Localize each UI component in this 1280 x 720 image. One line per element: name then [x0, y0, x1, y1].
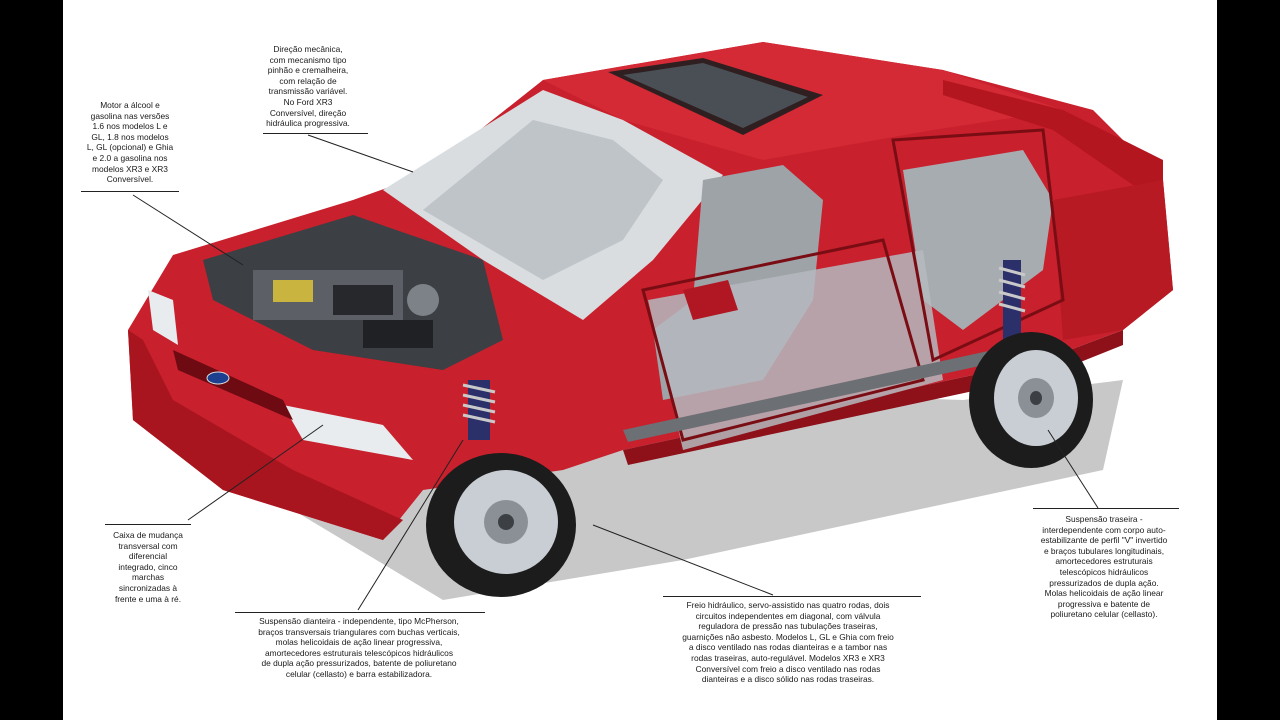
callout-line: integrado, cinco [118, 561, 178, 572]
callout-line: diferencial [128, 551, 168, 562]
callout-line: Freio hidráulico, servo-assistido nas qu… [686, 600, 890, 610]
cabin-interior [383, 90, 1065, 450]
callout-rule [105, 524, 191, 525]
callout-line: rodas traseiras, auto-regulável. Modelos… [691, 652, 885, 663]
callout-line: GL, 1.8 nos modelos [91, 131, 169, 142]
callout-line: amortecedores estruturais [1055, 556, 1153, 567]
callout-line: modelos XR3 e XR3 [92, 163, 168, 174]
callout-line: Motor a álcool e [100, 100, 160, 110]
callout-line: telescópicos hidráulicos [1059, 566, 1149, 577]
callout-rule [235, 612, 485, 613]
leader-front-suspension [357, 439, 464, 611]
callout-rule [263, 133, 368, 134]
leader-gearbox [187, 424, 324, 521]
front-suspension-strut [462, 380, 496, 440]
callout-line: transmissão variável. [268, 86, 348, 97]
callout-line: circuitos independentes em diagonal, com… [695, 610, 881, 621]
callout-line: poliuretano celular (cellasto). [1050, 609, 1158, 620]
leader-brakes [592, 524, 774, 596]
callout-line: 1.6 nos modelos L e [92, 121, 168, 132]
callout-line: Direção mecânica, [273, 44, 343, 54]
callout-rear-suspension: Suspensão traseira - interdependente com… [1029, 514, 1179, 620]
callout-line: Conversível. [106, 174, 154, 185]
callout-front-suspension: Suspensão dianteira - independente, tipo… [229, 616, 489, 680]
callout-line: Caixa de mudança [113, 530, 183, 540]
callout-line: a disco ventilado nas rodas dianteiras e… [688, 642, 888, 653]
callout-line: de dupla ação pressurizados, batente de … [261, 658, 457, 669]
grille [173, 350, 293, 420]
callout-line: molas helicoidais de ação linear progres… [275, 637, 443, 648]
callout-rule [81, 191, 179, 192]
rear-suspension-strut [998, 260, 1026, 340]
callout-line: celular (cellasto) e barra estabilizador… [285, 668, 433, 679]
right-headlight [283, 405, 413, 460]
callout-brakes: Freio hidráulico, servo-assistido nas qu… [653, 600, 923, 685]
callout-line: interdependente com corpo auto- [1042, 524, 1166, 535]
front-wheel [426, 453, 576, 597]
callout-line: dianteiras e a disco sólido nas rodas tr… [701, 674, 875, 685]
callout-line: progressiva e batente de [1057, 598, 1151, 609]
callout-line: e braços tubulares longitudinais, [1043, 545, 1165, 556]
rear-wheel [969, 332, 1093, 468]
callout-line: transversal com [118, 540, 178, 551]
callout-line: pressurizados de dupla ação. [1049, 577, 1159, 588]
callout-line: Suspensão dianteira - independente, tipo… [259, 616, 459, 626]
callout-line: Conversível com freio a disco ventilado … [695, 663, 881, 674]
callout-line: guarnições não asbesto. Modelos L, GL e … [682, 631, 894, 642]
callout-engine: Motor a álcool e gasolina nas versões 1.… [77, 100, 183, 185]
leader-engine [132, 194, 244, 266]
callout-line: Conversível, direção [269, 107, 347, 118]
callout-line: frente e uma à ré. [114, 593, 182, 604]
callout-line: Suspensão traseira - [1065, 514, 1143, 524]
callout-line: com relação de [279, 75, 337, 86]
callout-line: amortecedores estruturais telescópicos h… [264, 647, 454, 658]
callout-line: braços transversais triangulares com buc… [258, 626, 460, 637]
callout-line: reguladora de pressão nas tubulações tra… [698, 621, 878, 632]
callout-line: gasolina nas versões [90, 110, 170, 121]
callout-line: e 2.0 a gasolina nos [92, 152, 168, 163]
callout-steering: Direção mecânica, com mecanismo tipo pin… [243, 44, 373, 129]
rear-spoiler [943, 80, 1163, 190]
leader-steering [307, 134, 414, 173]
callout-line: marchas [131, 572, 165, 583]
callout-line: No Ford XR3 [283, 96, 333, 107]
side-mirror [683, 280, 738, 320]
car-cutaway-illustration [128, 42, 1173, 611]
callout-gearbox: Caixa de mudança transversal com diferen… [103, 530, 193, 604]
callout-line: estabilizante de perfil "V" invertido [1040, 535, 1168, 546]
callout-line: com mecanismo tipo [269, 54, 347, 65]
illustration-panel: Direção mecânica, com mecanismo tipo pin… [63, 0, 1217, 720]
callout-rule [1033, 508, 1179, 509]
callout-line: L, GL (opcional) e Ghia [86, 142, 174, 153]
callout-line: hidráulica progressiva. [266, 118, 350, 129]
callout-line: sincronizadas à [118, 582, 178, 593]
callout-line: Molas helicoidais de ação linear [1044, 588, 1164, 599]
callout-rule [663, 596, 921, 597]
leader-rear-suspension [1047, 429, 1099, 509]
ford-logo-icon [206, 371, 230, 385]
engine-bay [203, 215, 503, 370]
leader-lines [132, 134, 1099, 611]
left-headlight [148, 290, 178, 345]
callout-line: pinhão e cremalheira, [267, 65, 349, 76]
